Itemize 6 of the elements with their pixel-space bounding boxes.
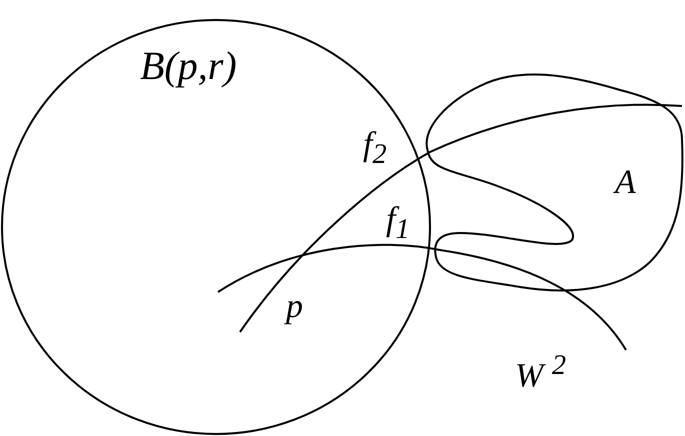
point-label: W $^{2}$ [515, 352, 566, 394]
point-label: f$_{1}$ [386, 203, 410, 244]
set-label: B(p,r) [140, 46, 237, 86]
point-label: f$_{2}$ [363, 128, 387, 170]
point-label: p [286, 290, 303, 324]
region-label: A [615, 166, 636, 200]
